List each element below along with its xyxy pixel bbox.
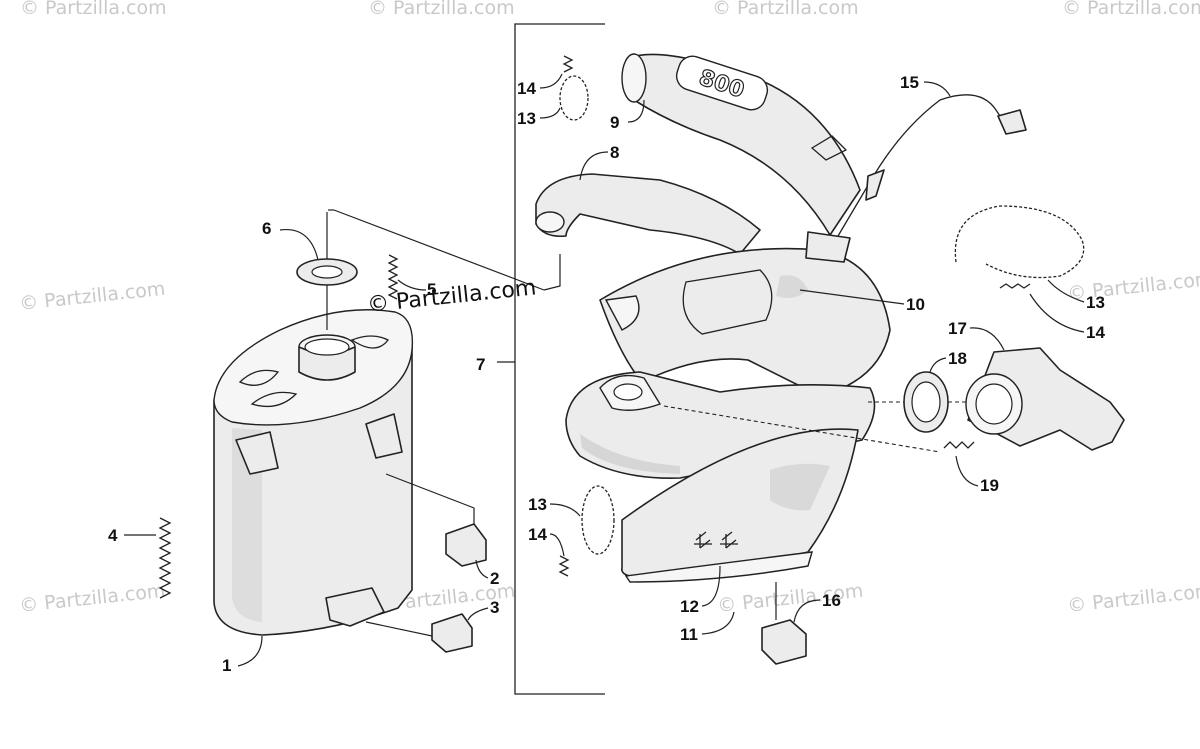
heat-shield: [621, 428, 859, 583]
callout-14-upper: 14: [517, 79, 536, 98]
callout-5: 5: [427, 280, 436, 299]
leader-line: [397, 279, 427, 291]
leader-line: [279, 228, 319, 261]
leader-line: [1047, 279, 1085, 303]
leader-line: [539, 73, 563, 89]
callout-19: 19: [980, 476, 999, 495]
watermark-text: © Partzilla.com: [20, 0, 167, 19]
callout-6: 6: [262, 219, 271, 238]
leader-line: [701, 611, 735, 635]
callout-3: 3: [490, 598, 499, 617]
leader-line: [549, 533, 565, 557]
leader-line: [929, 357, 947, 373]
callout-11: 11: [680, 625, 698, 644]
temperature-sensor: [837, 94, 1027, 237]
leader-line: [333, 209, 545, 291]
leader-line: [579, 151, 609, 181]
alignment-line: [663, 405, 941, 453]
callout-14-right: 14: [1086, 323, 1105, 342]
callout-18: 18: [948, 349, 967, 368]
seal-ring: [903, 371, 949, 433]
leader-line: [799, 289, 905, 305]
leader-line: [793, 599, 821, 623]
exhaust-manifold: [965, 347, 1125, 451]
muffler: [213, 309, 414, 636]
callout-4: 4: [108, 526, 118, 545]
spring-19: [943, 441, 975, 449]
callout-15: 15: [900, 73, 919, 92]
rubber-mount-16: [761, 582, 807, 665]
leader-line: [539, 107, 561, 119]
watermark-main: © Partzilla.com: [366, 275, 537, 318]
watermark-text: © Partzilla.com: [368, 0, 515, 19]
leader-line: [237, 635, 263, 667]
assembly-bracket: [514, 23, 605, 695]
leader-line: [1029, 293, 1085, 333]
callout-7: 7: [476, 355, 485, 374]
watermark-text: © Partzilla.com: [716, 580, 864, 617]
mount-bracket-3: [365, 613, 473, 653]
watermark-text: © Partzilla.com: [18, 580, 166, 617]
spring-4: [158, 517, 172, 599]
leader-line: [475, 559, 489, 579]
callout-12: 12: [680, 597, 699, 616]
watermark-text: © Partzilla.com: [18, 278, 166, 315]
grommet: [296, 258, 358, 286]
callout-1: 1: [222, 656, 231, 675]
callout-14-lower: 14: [528, 525, 547, 544]
watermark-text: © Partzilla.com: [1062, 0, 1200, 19]
callout-8: 8: [610, 143, 619, 162]
callout-17: 17: [948, 319, 967, 338]
callouts: 1 2 3 4 5 6 7 8 9 10 11 12 13 14 13 14 1…: [108, 73, 1105, 675]
callout-13-right: 13: [1086, 293, 1105, 312]
leader-line: [955, 455, 979, 487]
callout-13-upper: 13: [517, 109, 536, 128]
leader-line: [543, 254, 561, 291]
leader-line: [969, 327, 1005, 351]
callout-13-lower: 13: [528, 495, 547, 514]
leader-line: [549, 503, 581, 517]
spring-5: [387, 254, 399, 300]
clamp-chain-lower: [558, 485, 615, 577]
leader-line: [627, 99, 645, 123]
leader-line: [467, 607, 489, 621]
callout-9: 9: [610, 113, 619, 132]
callout-2: 2: [490, 569, 499, 588]
leader-line: [701, 565, 721, 607]
watermark-text: © Partzilla.com: [1066, 580, 1200, 617]
mount-bracket-2: [385, 473, 487, 567]
callout-16: 16: [822, 591, 841, 610]
leader-line: [923, 81, 951, 97]
clamp-band-right: [954, 205, 1085, 289]
callout-10: 10: [906, 295, 925, 314]
watermark-text: © Partzilla.com: [712, 0, 859, 19]
clamp-chain-upper: [559, 55, 589, 121]
